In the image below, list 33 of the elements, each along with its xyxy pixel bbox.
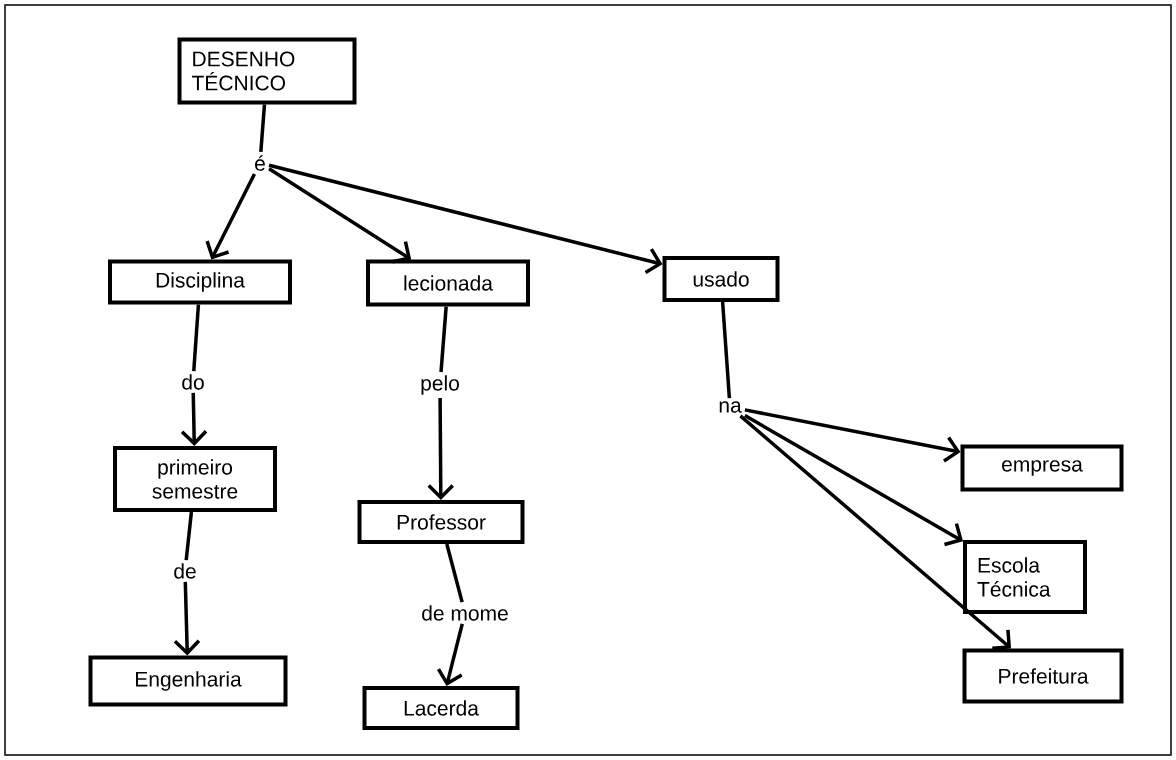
concept-box: Prefeitura: [962, 648, 1124, 704]
arrow: [205, 173, 256, 260]
arrow: [739, 414, 1012, 650]
concept-box: lecionada: [366, 259, 530, 307]
connector-line: [184, 511, 194, 561]
arrow: [173, 581, 201, 656]
connector-line: [445, 543, 464, 603]
concept-box: Lacerda: [362, 686, 520, 730]
arrow: [427, 397, 454, 500]
linking-word: na: [715, 398, 745, 416]
arrow: [744, 414, 963, 547]
concept-box: empresa: [960, 444, 1124, 492]
arrow: [180, 392, 208, 446]
concept-box: Professor: [357, 500, 525, 544]
arrow: [268, 163, 663, 274]
linking-word: de: [170, 560, 200, 582]
linking-word: do: [178, 371, 208, 393]
linking-word: de mome: [418, 602, 512, 624]
concept-box: Engenharia: [88, 655, 288, 707]
concept-box: DESENHO TÉCNICO: [177, 37, 357, 105]
arrow: [744, 408, 961, 463]
linking-word: é: [251, 152, 269, 174]
connector-line: [720, 301, 732, 399]
connector-line: [192, 304, 201, 372]
concept-box: usado: [662, 256, 780, 302]
arrow: [268, 167, 412, 264]
concept-box: Escola Técnica: [963, 540, 1087, 614]
concept-box: primeiro semestre: [113, 446, 277, 512]
linking-word: pelo: [417, 372, 463, 398]
concept-box: Disciplina: [108, 259, 292, 305]
connector-line: [439, 306, 448, 373]
arrow: [436, 623, 464, 686]
connector-line: [259, 104, 267, 153]
